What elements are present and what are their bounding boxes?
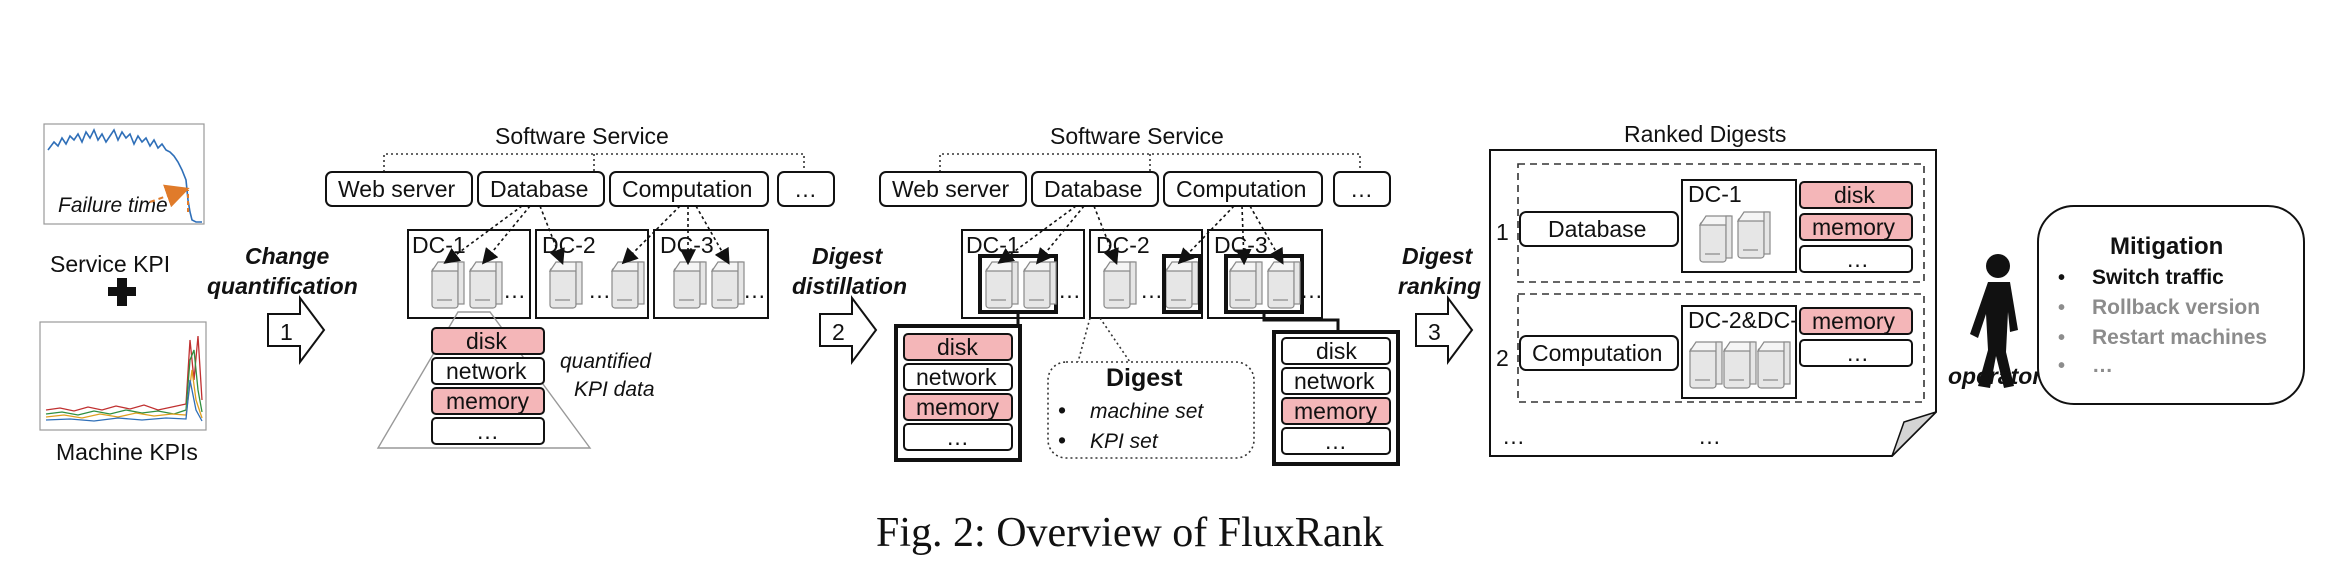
digest-callout: Digest • machine set • KPI set xyxy=(1047,317,1255,459)
digest-title: Digest xyxy=(1106,364,1183,392)
action-more: … xyxy=(2092,354,2113,377)
svg-text:•: • xyxy=(2058,267,2065,289)
svg-text:…: … xyxy=(743,277,766,303)
step-1-line2: quantification xyxy=(207,273,358,299)
svg-text:memory: memory xyxy=(1812,214,1896,240)
step-3-line2: ranking xyxy=(1398,273,1481,299)
svg-text:•: • xyxy=(2058,355,2065,377)
step-3-line1: Digest xyxy=(1402,243,1474,269)
kpi-memory: memory xyxy=(446,388,530,414)
svg-text:•: • xyxy=(1058,397,1066,423)
kpi-disk: disk xyxy=(466,328,507,354)
software-service-title: Software Service xyxy=(495,123,669,149)
quantified-kpi-label-1: quantified xyxy=(560,350,652,373)
rank-1: 1 xyxy=(1496,219,1509,245)
plus-icon xyxy=(108,278,136,306)
svg-text:•: • xyxy=(2058,327,2065,349)
svg-text:disk: disk xyxy=(1834,182,1875,208)
action-rollback-version: Rollback version xyxy=(2092,296,2260,319)
svg-text:•: • xyxy=(1058,427,1066,453)
software-service-b: Software Service Web server Database Com… xyxy=(879,123,1400,466)
svg-text:…: … xyxy=(476,418,499,444)
dc-3: DC-3 xyxy=(660,232,714,258)
kpi-network: network xyxy=(446,358,527,384)
svg-text:memory: memory xyxy=(916,394,1000,420)
svg-text:…: … xyxy=(503,277,526,303)
svg-text:1: 1 xyxy=(280,319,293,345)
mitigation-title: Mitigation xyxy=(2110,233,2223,260)
step-2-line1: Digest xyxy=(812,243,884,269)
module-web-server: Web server xyxy=(338,176,456,202)
failure-time-label: Failure time xyxy=(58,194,168,217)
step-2-line2: distillation xyxy=(792,273,907,299)
svg-text:…: … xyxy=(1324,428,1347,454)
operator-label: operator xyxy=(1948,363,2042,389)
svg-text:…: … xyxy=(1698,423,1721,449)
svg-text:network: network xyxy=(916,364,997,390)
svg-text:…: … xyxy=(1846,340,1869,366)
svg-text:•: • xyxy=(2058,297,2065,319)
ranked-module-2: Computation xyxy=(1532,340,1662,366)
svg-text:Database: Database xyxy=(1044,176,1142,202)
module-computation: Computation xyxy=(622,176,752,202)
svg-text:…: … xyxy=(1350,176,1373,202)
dc-2: DC-2 xyxy=(542,232,596,258)
machine-kpis-chart xyxy=(39,321,207,431)
svg-text:…: … xyxy=(1846,246,1869,272)
svg-text:…: … xyxy=(1300,277,1323,303)
module-more: … xyxy=(794,176,817,202)
svg-text:3: 3 xyxy=(1428,319,1441,345)
svg-text:…: … xyxy=(1502,423,1525,449)
ranked-dc-1: DC-1 xyxy=(1688,181,1742,207)
svg-text:…: … xyxy=(946,424,969,450)
action-switch-traffic: Switch traffic xyxy=(2092,266,2224,289)
step-1-arrow: 1 xyxy=(267,295,326,365)
software-service-a: Software Service Web server Database Com… xyxy=(325,123,835,449)
module-database: Database xyxy=(490,176,588,202)
svg-text:2: 2 xyxy=(832,319,845,345)
ranked-digests: Ranked Digests 1 Database DC-1 disk memo… xyxy=(1489,121,1937,457)
ranked-module-1: Database xyxy=(1548,216,1646,242)
svg-text:disk: disk xyxy=(937,334,978,360)
figure-caption: Fig. 2: Overview of FluxRank xyxy=(876,510,1383,556)
rank-2: 2 xyxy=(1496,345,1509,371)
svg-text:disk: disk xyxy=(1316,338,1357,364)
svg-text:memory: memory xyxy=(1294,398,1378,424)
svg-text:Web server: Web server xyxy=(892,176,1010,202)
step-2-arrow: 2 xyxy=(819,295,878,365)
svg-text:Computation: Computation xyxy=(1176,176,1306,202)
digest-item-machine-set: machine set xyxy=(1090,400,1204,423)
step-1-line1: Change xyxy=(245,243,330,269)
quantified-kpi-label-2: KPI data xyxy=(574,378,655,401)
svg-text:network: network xyxy=(1294,368,1375,394)
service-kpi-label: Service KPI xyxy=(50,251,170,277)
step-3-arrow: 3 xyxy=(1415,295,1474,365)
service-kpi-chart: Failure time xyxy=(43,123,205,225)
svg-text:Software Service: Software Service xyxy=(1050,123,1224,149)
svg-text:DC-2: DC-2 xyxy=(1096,232,1150,258)
mitigation-panel: Mitigation • Switch traffic • Rollback v… xyxy=(2037,205,2305,405)
ranked-dc-2: DC-2&DC-3 xyxy=(1688,307,1811,333)
svg-text:memory: memory xyxy=(1812,308,1896,334)
operator-icon xyxy=(1970,254,2018,388)
svg-text:…: … xyxy=(1140,277,1163,303)
digest-item-kpi-set: KPI set xyxy=(1090,430,1159,453)
action-restart-machines: Restart machines xyxy=(2092,326,2267,349)
ranked-digests-title: Ranked Digests xyxy=(1624,121,1786,147)
svg-text:…: … xyxy=(1058,277,1081,303)
machine-kpis-label: Machine KPIs xyxy=(56,439,198,465)
svg-text:…: … xyxy=(588,277,611,303)
